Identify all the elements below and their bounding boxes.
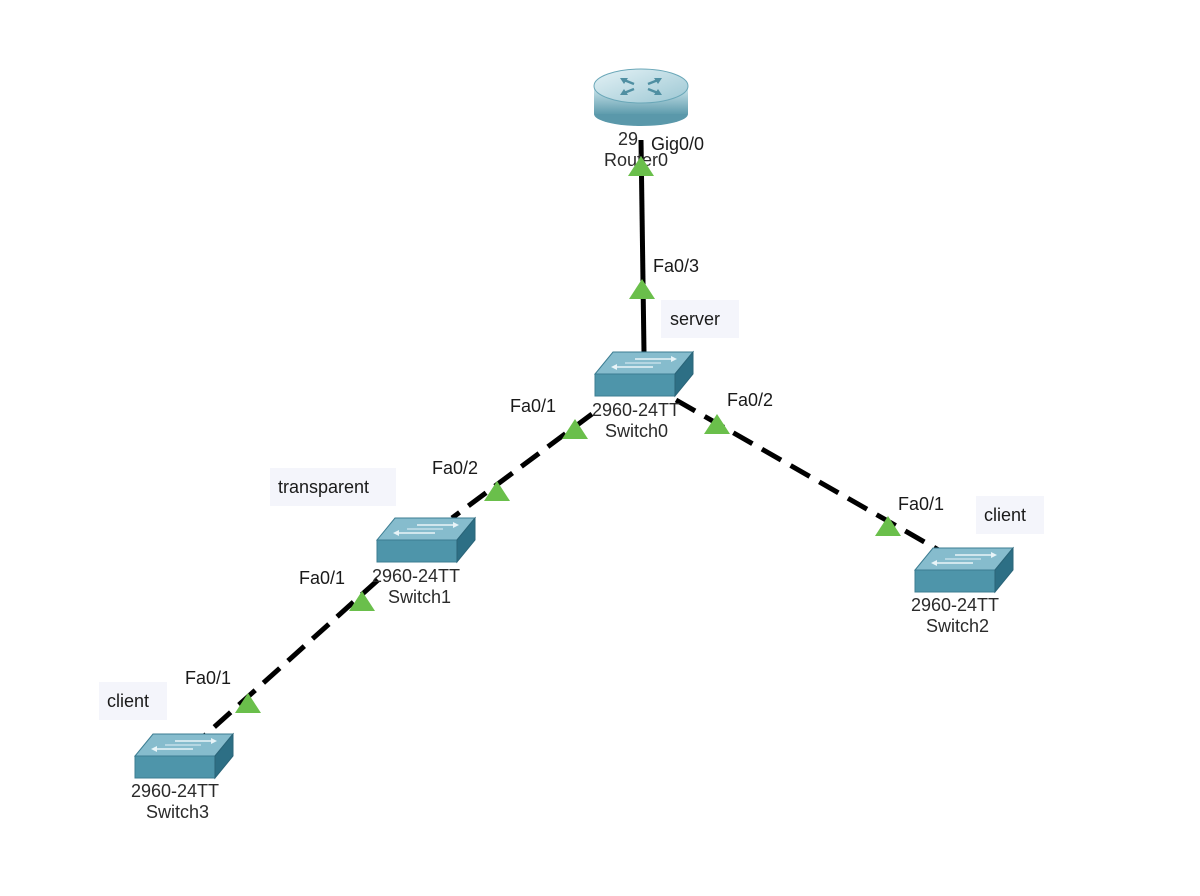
port-label-switch0-fa02: Fa0/2 — [727, 390, 773, 410]
note-text: server — [670, 309, 720, 329]
port-label-switch1-fa02: Fa0/2 — [432, 458, 478, 478]
note-server[interactable]: server — [661, 300, 739, 338]
port-label-router0-gig00: Gig0/0 — [651, 134, 704, 154]
device-model-label: 2960-24TT — [911, 595, 999, 615]
device-switch0[interactable]: 2960-24TT Switch0 — [592, 351, 694, 441]
note-transparent[interactable]: transparent — [270, 468, 396, 506]
device-switch3[interactable]: 2960-24TT Switch3 — [131, 733, 234, 822]
device-router0[interactable]: 29 Router0 — [593, 68, 689, 170]
device-model-label: 2960-24TT — [131, 781, 219, 801]
port-status-icon — [629, 279, 655, 299]
device-name-label: Switch1 — [388, 587, 451, 607]
switch-icon — [594, 351, 694, 397]
port-label-switch2-fa01: Fa0/1 — [898, 494, 944, 514]
device-name-label: Switch0 — [605, 421, 668, 441]
port-labels: Gig0/0 Fa0/3 Fa0/1 Fa0/2 Fa0/2 Fa0/1 Fa0… — [185, 134, 944, 688]
port-label-switch3-fa01: Fa0/1 — [185, 668, 231, 688]
device-name-label: Switch2 — [926, 616, 989, 636]
router-icon — [593, 68, 689, 126]
note-text: client — [984, 505, 1026, 525]
note-text: transparent — [278, 477, 369, 497]
switch-icon — [376, 517, 476, 563]
switch-icon — [134, 733, 234, 779]
device-model-label: 2960-24TT — [372, 566, 460, 586]
device-name-label: Router0 — [604, 150, 668, 170]
device-switch1[interactable]: 2960-24TT Switch1 — [372, 517, 476, 607]
port-status-icon — [349, 591, 375, 611]
device-model-label: 29 — [618, 129, 638, 149]
port-indicators — [235, 156, 901, 713]
device-model-label: 2960-24TT — [592, 400, 680, 420]
port-label-switch0-fa03: Fa0/3 — [653, 256, 699, 276]
note-client-switch3[interactable]: client — [99, 682, 167, 720]
link-switch0-switch1[interactable] — [450, 411, 594, 521]
port-label-switch1-fa01: Fa0/1 — [299, 568, 345, 588]
switch-icon — [914, 547, 1014, 593]
note-text: client — [107, 691, 149, 711]
port-status-icon — [875, 516, 901, 536]
device-switch2[interactable]: 2960-24TT Switch2 — [911, 547, 1014, 636]
port-status-icon — [484, 481, 510, 501]
link-switch1-switch3[interactable] — [200, 578, 380, 740]
note-client-switch2[interactable]: client — [976, 496, 1044, 534]
device-name-label: Switch3 — [146, 802, 209, 822]
port-label-switch0-fa01: Fa0/1 — [510, 396, 556, 416]
